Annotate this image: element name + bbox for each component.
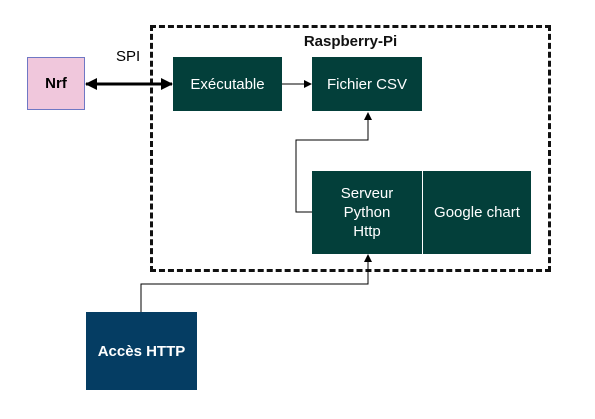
http-access-node[interactable]: Accès HTTP xyxy=(86,312,197,390)
python-server-label: Serveur Python Http xyxy=(340,185,394,240)
raspberry-pi-title: Raspberry-Pi xyxy=(303,33,398,50)
server-to-csv-arrow xyxy=(295,112,372,213)
executable-node[interactable]: Exécutable xyxy=(173,57,282,111)
executable-label: Exécutable xyxy=(190,75,265,93)
nrf-label: Nrf xyxy=(45,75,67,92)
spi-label: SPI xyxy=(116,48,141,65)
google-chart-label: Google chart xyxy=(434,204,520,221)
raspberry-pi-frame xyxy=(150,25,551,272)
csv-file-label: Fichier CSV xyxy=(326,75,408,93)
http-to-server-arrow xyxy=(140,254,372,312)
csv-file-node[interactable]: Fichier CSV xyxy=(312,57,422,111)
node-divider xyxy=(422,171,423,254)
google-chart-node[interactable]: Google chart xyxy=(423,171,531,254)
http-access-label: Accès HTTP xyxy=(97,342,186,360)
nrf-node[interactable]: Nrf xyxy=(27,57,85,110)
python-server-node[interactable]: Serveur Python Http xyxy=(312,171,422,254)
